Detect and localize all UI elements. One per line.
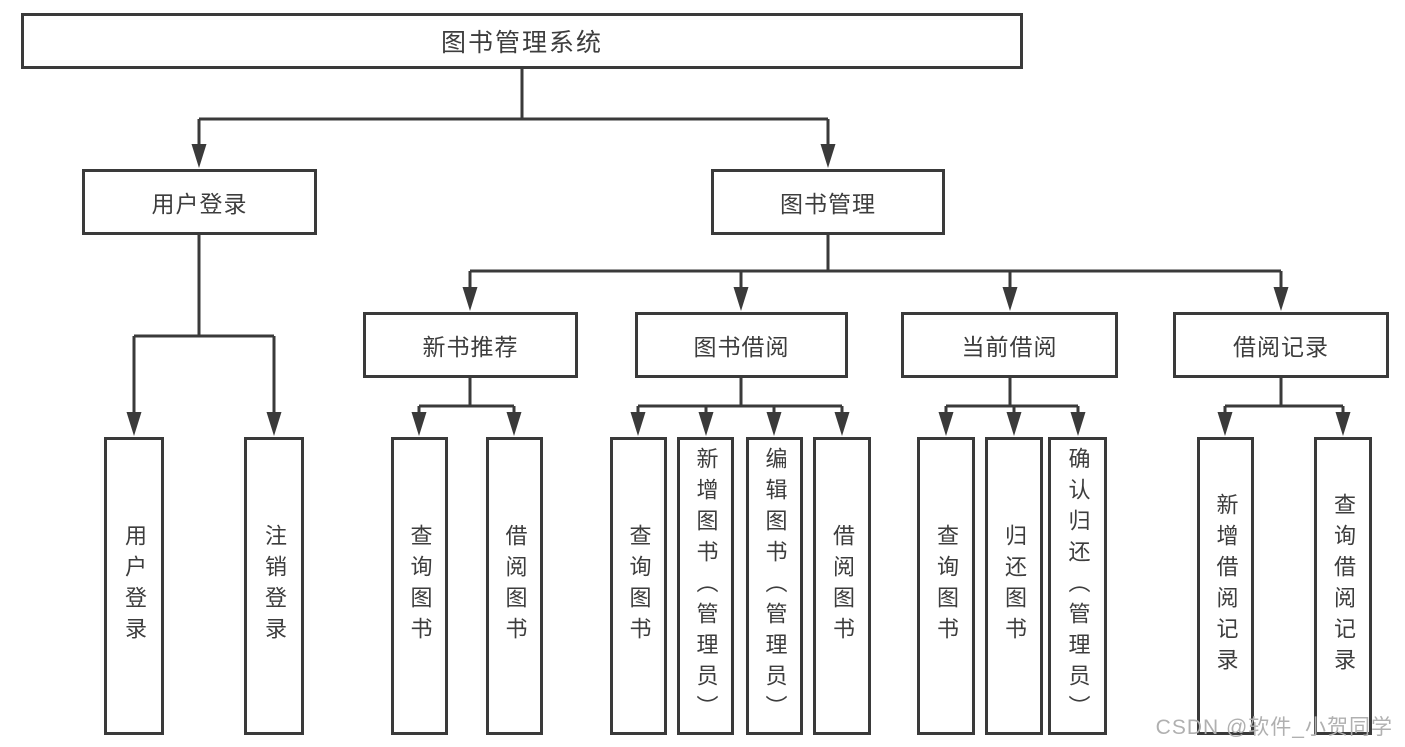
leaf-edit-book-admin: 编辑图书（管理员） — [746, 437, 803, 735]
leaf-query-books-borrowing-label: 查询图书 — [626, 524, 652, 648]
leaf-logout: 注销登录 — [244, 437, 304, 735]
arrowheads-new-book — [411, 412, 522, 436]
leaf-borrow-books: 借阅图书 — [813, 437, 871, 735]
leaf-borrow-books-label: 借阅图书 — [830, 524, 855, 648]
node-book-borrowing: 图书借阅 — [635, 312, 848, 378]
arrowheads-borrowing-records — [1217, 412, 1351, 436]
arrowheads-level3 — [462, 287, 1289, 311]
node-user-login: 用户登录 — [82, 169, 317, 235]
arrowheads-level2 — [191, 144, 836, 168]
node-current-borrowing: 当前借阅 — [901, 312, 1118, 378]
node-borrowing-records: 借阅记录 — [1173, 312, 1389, 378]
leaf-query-books-recommend: 查询图书 — [391, 437, 448, 735]
connector-current-borrowing — [944, 378, 1080, 414]
leaf-query-books-borrowing: 查询图书 — [610, 437, 667, 735]
leaf-borrow-books-recommend: 借阅图书 — [486, 437, 543, 735]
leaf-query-books-current-label: 查询图书 — [934, 524, 959, 648]
leaf-add-book-admin: 新增图书（管理员） — [677, 437, 734, 735]
leaf-borrow-books-recommend-label: 借阅图书 — [502, 524, 528, 648]
connector-user-login — [132, 235, 276, 414]
leaf-return-books: 归还图书 — [985, 437, 1043, 735]
leaf-add-borrow-record-label: 新增借阅记录 — [1213, 493, 1239, 679]
node-library-system: 图书管理系统 — [21, 13, 1023, 69]
leaf-add-borrow-record: 新增借阅记录 — [1197, 437, 1254, 735]
leaf-add-book-admin-label: 新增图书（管理员） — [693, 446, 719, 726]
leaf-query-borrow-record-label: 查询借阅记录 — [1331, 493, 1356, 679]
leaf-query-borrow-record: 查询借阅记录 — [1314, 437, 1372, 735]
leaf-confirm-return-admin: 确认归还（管理员） — [1048, 437, 1107, 735]
arrowheads-book-borrowing — [630, 412, 850, 436]
connector-book-borrowing — [636, 378, 844, 414]
node-new-book-recommend: 新书推荐 — [363, 312, 578, 378]
leaf-query-books-recommend-label: 查询图书 — [407, 524, 433, 648]
leaf-user-login-label: 用户登录 — [122, 524, 147, 648]
leaf-logout-label: 注销登录 — [262, 524, 287, 648]
leaf-confirm-return-admin-label: 确认归还（管理员） — [1065, 446, 1091, 726]
arrowheads-current-borrowing — [938, 412, 1086, 436]
leaf-user-login: 用户登录 — [104, 437, 164, 735]
arrowheads-user-login — [126, 412, 282, 436]
connector-borrowing-records — [1223, 378, 1345, 414]
node-book-management: 图书管理 — [711, 169, 945, 235]
connector-root — [197, 69, 830, 146]
leaf-query-books-current: 查询图书 — [917, 437, 975, 735]
leaf-return-books-label: 归还图书 — [1002, 524, 1027, 648]
connector-new-book — [417, 378, 516, 414]
watermark-text: CSDN @软件_小贺同学 — [1155, 716, 1393, 739]
leaf-edit-book-admin-label: 编辑图书（管理员） — [762, 446, 788, 726]
connector-book-management — [468, 235, 1283, 289]
